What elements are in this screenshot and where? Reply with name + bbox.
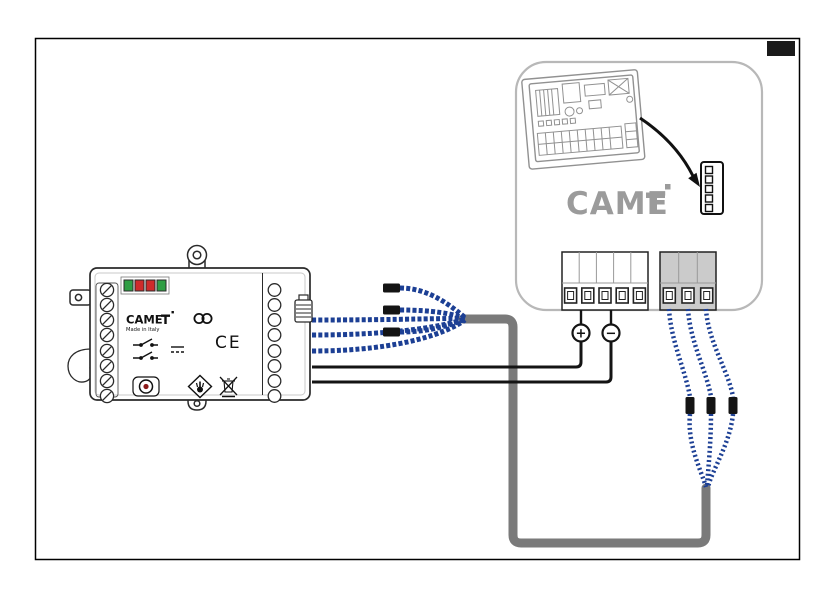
terminal-holes-3 [662, 287, 714, 304]
came-logo-text: CAME [566, 186, 669, 222]
pcb-board-illustration [521, 69, 646, 170]
board-connector-1 [685, 397, 695, 414]
ce-mark: CE [215, 333, 242, 353]
terminal-holes-5 [563, 287, 647, 304]
module-brand-text: CAME [126, 313, 163, 327]
pigtail-connector-3 [383, 327, 400, 337]
dual-ring-icon [193, 312, 213, 324]
plus-terminal [571, 323, 591, 343]
control-board-panel: CAME [514, 60, 764, 312]
led-1 [123, 279, 134, 292]
pigtail-connector-1 [383, 283, 400, 293]
board-signal-wires [666, 308, 738, 488]
keyhole-mount-tab [186, 244, 208, 271]
pigtail-connector-2 [383, 305, 400, 315]
left-screw-terminals [95, 282, 119, 404]
board-connector-2 [706, 397, 716, 414]
power-wire-minus [312, 342, 613, 384]
curved-arrow-icon [639, 116, 700, 187]
minus-terminal [601, 323, 621, 343]
button-led-icon [132, 376, 160, 397]
board-connector-3 [728, 397, 738, 414]
power-wires: + − [312, 310, 621, 384]
module-branding: CAME Made in Italy CE [126, 311, 242, 353]
plus-label: + [576, 327, 587, 342]
status-leds [120, 276, 170, 295]
right-terminal-holes [267, 283, 282, 403]
weee-bin-icon [219, 376, 238, 398]
led-2 [134, 279, 145, 292]
page-corner-tab [767, 41, 795, 56]
relay-contact-symbol [133, 338, 158, 360]
main-cable [458, 314, 711, 548]
led-4 [156, 279, 167, 292]
minus-label: − [606, 327, 617, 342]
module-body [89, 267, 311, 401]
led-3 [145, 279, 156, 292]
din-clip-icon [67, 289, 93, 383]
came-logo: CAME [566, 184, 671, 222]
power-wire-plus [312, 342, 583, 369]
terminal-block-5pole [561, 251, 649, 311]
page-frame [34, 37, 801, 561]
made-in-label: Made in Italy [126, 327, 159, 333]
dc-symbol [171, 346, 184, 353]
antenna-terminal-icon [294, 294, 313, 323]
terminal-block-3pole [659, 251, 717, 311]
pigtail-wires [383, 283, 467, 337]
pcb-components [535, 77, 639, 156]
hand-in-diamond-icon [187, 374, 213, 399]
came-key-icon [646, 184, 671, 214]
receiver-module: CAME Made in Italy CE [67, 244, 313, 411]
multi-pin-connector-icon [700, 161, 724, 215]
came-key-icon-small [161, 311, 174, 324]
